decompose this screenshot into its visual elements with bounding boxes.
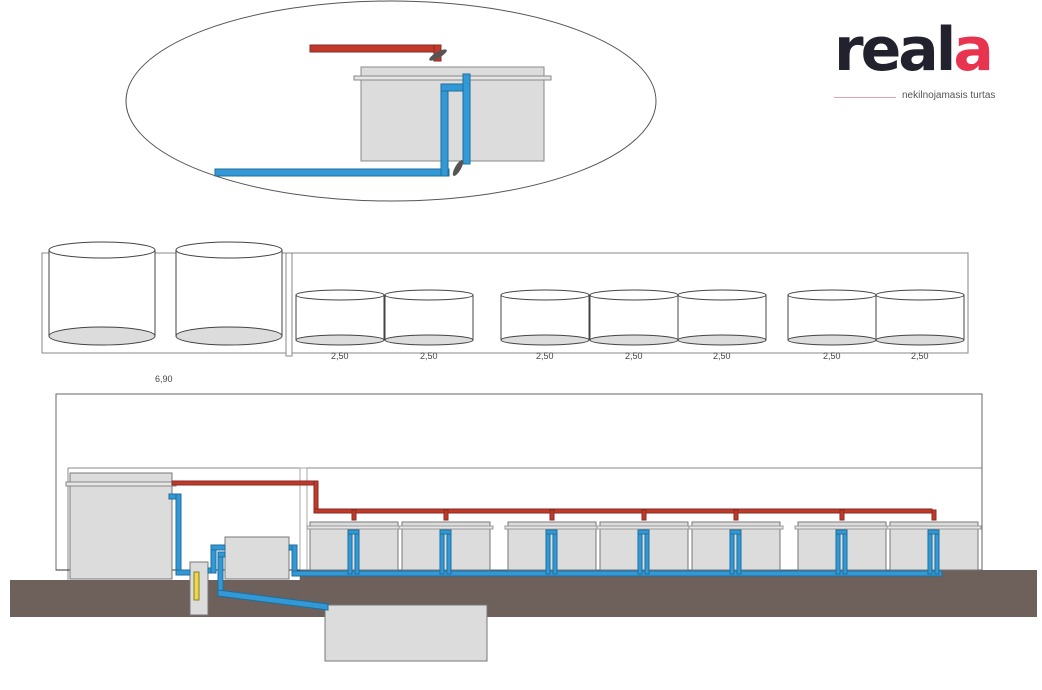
logo-tagline: nekilnojamasis turtas xyxy=(902,90,996,101)
valve-icon xyxy=(429,49,447,61)
large-tank xyxy=(48,241,156,346)
main-tank xyxy=(69,472,173,580)
small-tank xyxy=(589,289,679,346)
small-tank xyxy=(677,289,767,346)
section-tank xyxy=(688,509,784,575)
dimension-tank-width: 2,50 xyxy=(536,351,554,361)
dimension-tank-width: 2,50 xyxy=(823,351,841,361)
hot-pipe xyxy=(309,44,442,53)
section-tank xyxy=(886,509,982,575)
small-tank xyxy=(787,289,877,346)
section-tank xyxy=(596,509,692,575)
section-tank xyxy=(504,509,600,575)
section-tank xyxy=(794,509,890,575)
reala-logo: reala nekilnojamasis turtas xyxy=(834,15,1014,101)
small-tank xyxy=(875,289,965,346)
logo-divider xyxy=(834,97,896,98)
dimension-tank-width: 2,50 xyxy=(420,351,438,361)
small-tank xyxy=(295,289,385,346)
valve-icon xyxy=(452,160,464,176)
large-tank xyxy=(175,241,283,346)
pump-unit xyxy=(224,536,290,580)
section-view xyxy=(10,393,1037,662)
tank-elevation: 2,50 2,50 2,50 2,50 2,50 2,50 2,50 xyxy=(41,241,969,361)
dimension-tank-width: 2,50 xyxy=(625,351,643,361)
section-tank xyxy=(306,509,402,575)
underground-tank xyxy=(324,604,488,662)
detail-view xyxy=(125,0,657,202)
small-tank xyxy=(500,289,590,346)
small-tank xyxy=(384,289,474,346)
section-tank xyxy=(398,509,494,575)
logo-wordmark: reala xyxy=(834,15,994,85)
dimension-tank-width: 2,50 xyxy=(331,351,349,361)
dimension-tank-width: 2,50 xyxy=(911,351,929,361)
cold-pipe xyxy=(214,73,471,177)
dimension-total: 6,90 xyxy=(155,374,173,384)
dimension-tank-width: 2,50 xyxy=(713,351,731,361)
